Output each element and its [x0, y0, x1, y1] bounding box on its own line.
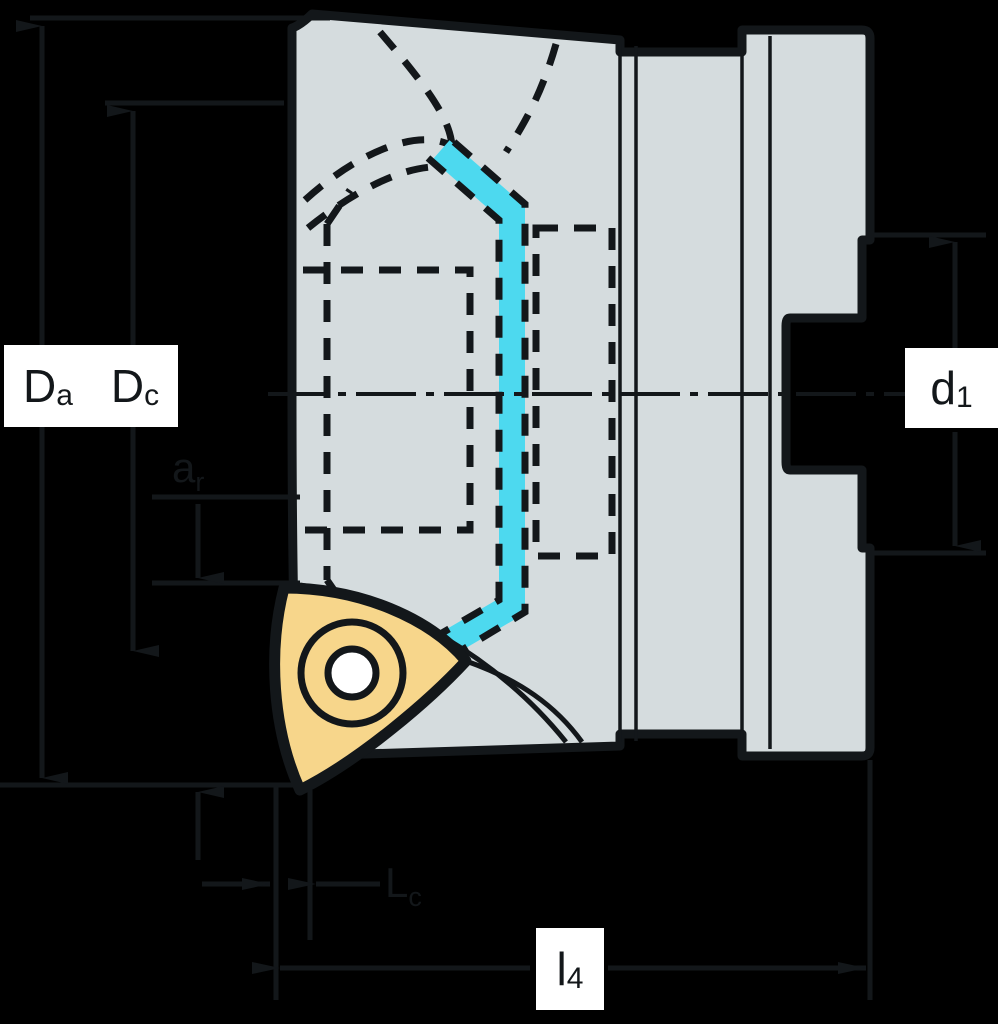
coolant-channel — [425, 139, 529, 660]
dimension-subscript-ar: r — [195, 467, 205, 497]
carbide-insert — [269, 582, 472, 796]
dimension-symbol-l4: l — [556, 943, 567, 995]
dimension-subscript-Da: a — [56, 379, 73, 412]
insert-counterbore — [297, 618, 407, 728]
dimension-subscript-l4: 4 — [566, 962, 584, 995]
dimension-subscript-d1: 1 — [955, 381, 973, 414]
dimension-symbol-Lc: L — [385, 859, 409, 906]
dimension-lines — [16, 20, 981, 974]
insert-screw-hole — [324, 645, 380, 701]
dimension-symbol-Da: D — [23, 360, 57, 412]
dimension-subscript-Dc: c — [144, 379, 160, 412]
dimension-symbol-Dc: D — [110, 360, 145, 412]
dimension-subscript-Lc: c — [408, 882, 422, 912]
dimension-symbol-ar: a — [172, 444, 196, 491]
dimension-symbol-d1: d — [930, 362, 956, 414]
